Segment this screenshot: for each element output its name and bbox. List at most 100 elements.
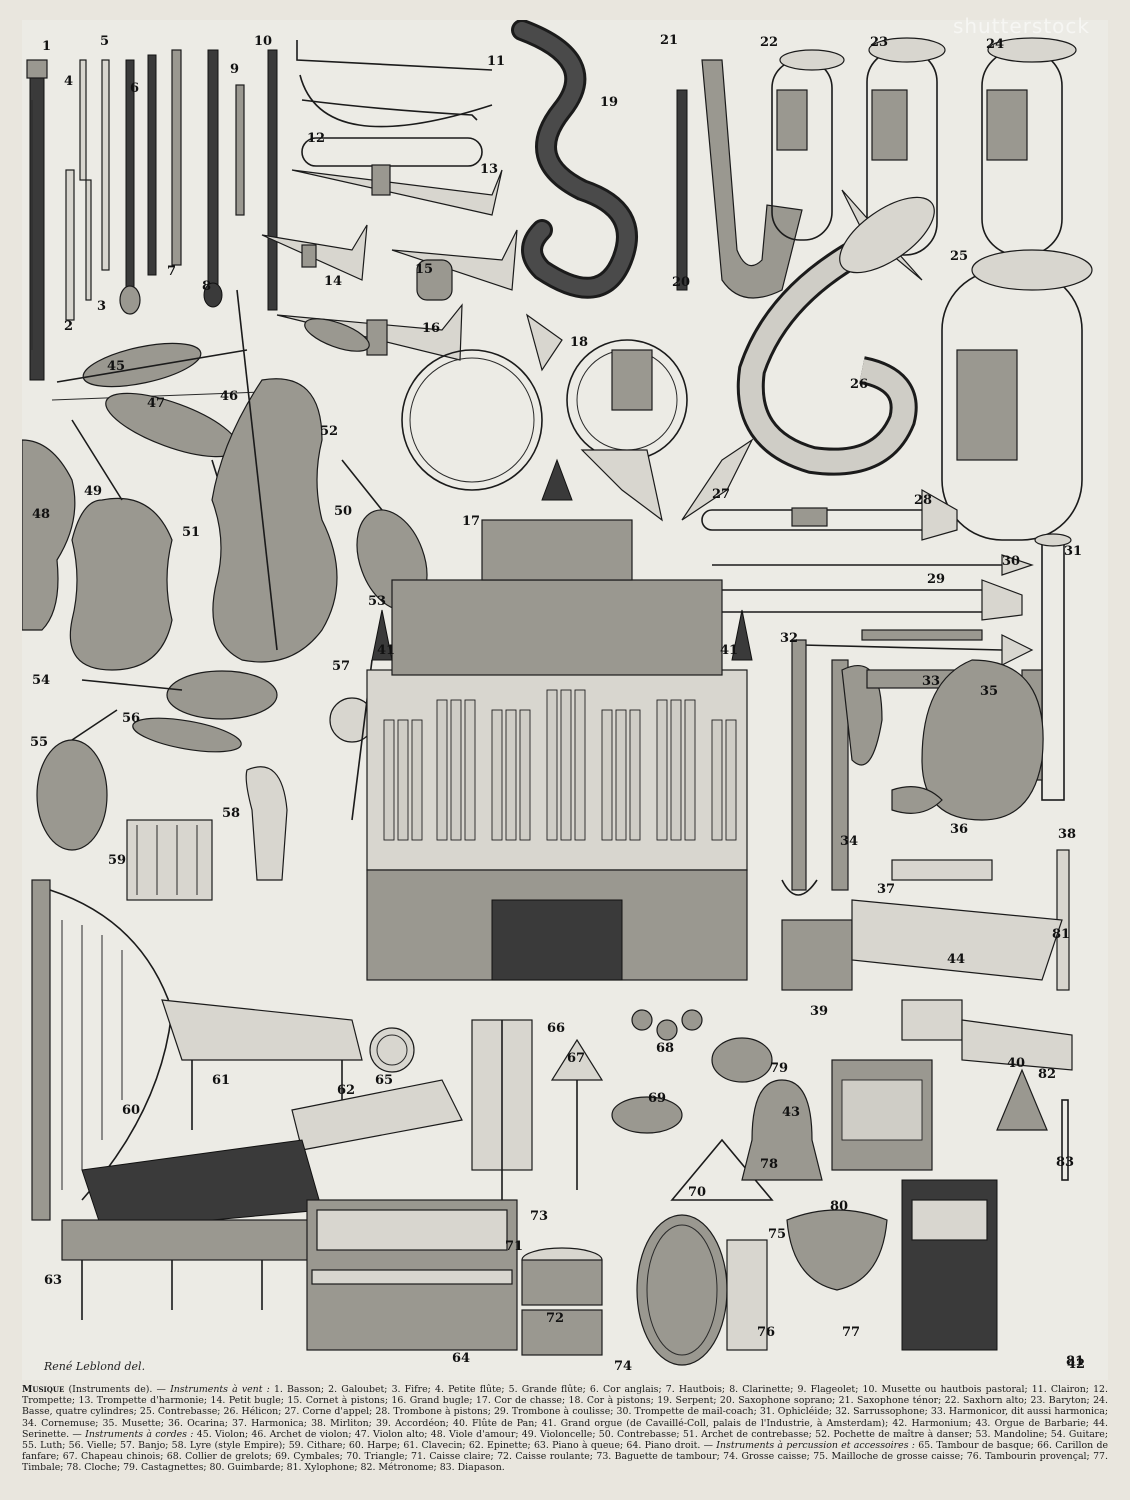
- label-31: 31: [1064, 544, 1082, 559]
- label-28: 28: [914, 493, 932, 508]
- label-18: 18: [570, 335, 588, 350]
- label-65: 65: [375, 1073, 393, 1088]
- label-49: 49: [84, 484, 102, 499]
- label-20: 20: [672, 275, 690, 290]
- label-13: 13: [480, 162, 498, 177]
- label-11: 11: [487, 54, 505, 69]
- label-40: 40: [1007, 1056, 1025, 1071]
- label-77: 77: [842, 1325, 860, 1340]
- label-52: 52: [320, 424, 338, 439]
- instrument-illustration: 1 2 3 4 5 6 7 8 9 10 11 12 13 14 15 16 1…: [22, 20, 1093, 1374]
- label-3: 3: [97, 299, 106, 314]
- label-76: 76: [757, 1325, 775, 1340]
- label-75: 75: [768, 1227, 786, 1242]
- label-38: 38: [1058, 827, 1076, 842]
- string-heading: Instruments à cordes :: [85, 1428, 194, 1440]
- label-48: 48: [32, 507, 50, 522]
- label-10: 10: [254, 34, 272, 49]
- label-14: 14: [324, 274, 342, 289]
- grand-organ: [366, 458, 753, 981]
- label-5: 5: [100, 34, 109, 49]
- label-34: 34: [840, 834, 858, 849]
- brass-group-left: [261, 40, 518, 361]
- label-79: 79: [770, 1061, 788, 1076]
- label-30: 30: [1002, 554, 1020, 569]
- label-29: 29: [927, 572, 945, 587]
- label-23: 23: [870, 35, 888, 50]
- instrument-labels: 1 2 3 4 5 6 7 8 9 10 11 12 13 14 15 16 1…: [30, 33, 1085, 1374]
- label-15: 15: [415, 262, 433, 277]
- wind-list: 1. Basson; 2. Galoubet; 3. Fifre; 4. Pet…: [22, 1384, 1109, 1440]
- label-81-lower: 81: [1066, 1354, 1084, 1369]
- label-35: 35: [980, 684, 998, 699]
- reed-and-bagpipe-group: [781, 639, 1073, 1071]
- label-71: 71: [505, 1239, 523, 1254]
- label-33: 33: [922, 674, 940, 689]
- label-64: 64: [452, 1351, 470, 1366]
- label-56: 56: [122, 711, 140, 726]
- label-53: 53: [368, 594, 386, 609]
- label-1: 1: [42, 39, 51, 54]
- label-54: 54: [32, 673, 50, 688]
- label-45: 45: [107, 359, 125, 374]
- label-43: 43: [782, 1105, 800, 1120]
- label-42: 42: [1067, 1357, 1085, 1372]
- watermark-text: shutterstock: [952, 14, 1090, 38]
- woodwind-group: [26, 49, 278, 381]
- percussion-heading: Instruments à percussion et accessoires …: [716, 1440, 915, 1452]
- label-57: 57: [332, 659, 350, 674]
- string-group: [22, 289, 428, 901]
- label-61: 61: [212, 1073, 230, 1088]
- percussion-group: [369, 1009, 1069, 1366]
- label-6: 6: [130, 81, 139, 96]
- label-81-upper: 81: [1052, 927, 1070, 942]
- label-72: 72: [546, 1311, 564, 1326]
- label-26: 26: [850, 377, 868, 392]
- label-69: 69: [648, 1091, 666, 1106]
- label-58: 58: [222, 806, 240, 821]
- label-47: 47: [147, 396, 165, 411]
- organ-pipes: [383, 689, 737, 841]
- label-44: 44: [947, 952, 965, 967]
- label-19: 19: [600, 95, 618, 110]
- label-55: 55: [30, 735, 48, 750]
- wind-heading: Instruments à vent :: [170, 1384, 270, 1395]
- label-50: 50: [334, 504, 352, 519]
- label-51: 51: [182, 525, 200, 540]
- label-41-left: 41: [377, 643, 395, 658]
- label-27: 27: [712, 487, 730, 502]
- label-83: 83: [1056, 1155, 1074, 1170]
- label-39: 39: [810, 1004, 828, 1019]
- label-80: 80: [830, 1199, 848, 1214]
- label-46: 46: [220, 389, 238, 404]
- label-82: 82: [1038, 1067, 1056, 1082]
- label-12: 12: [307, 131, 325, 146]
- label-24: 24: [986, 37, 1004, 52]
- label-16: 16: [422, 321, 440, 336]
- label-70: 70: [688, 1185, 706, 1200]
- label-60: 60: [122, 1103, 140, 1118]
- engraving-plate: 1 2 3 4 5 6 7 8 9 10 11 12 13 14 15 16 1…: [22, 20, 1108, 1380]
- label-8: 8: [202, 279, 211, 294]
- label-22: 22: [760, 35, 778, 50]
- label-7: 7: [167, 264, 176, 279]
- label-66: 66: [547, 1021, 565, 1036]
- label-59: 59: [108, 853, 126, 868]
- tuba-group: [736, 37, 1093, 541]
- label-21: 21: [660, 33, 678, 48]
- label-37: 37: [877, 882, 895, 897]
- caption-legend: Musique (Instruments de). — Instruments …: [22, 1384, 1108, 1474]
- serpent-and-horns: [401, 20, 803, 522]
- label-41-right: 41: [720, 643, 738, 658]
- string-list: 45. Violon; 46. Archet de violon; 47. Vi…: [22, 1428, 1108, 1452]
- caption-lead-rest: (Instruments de). —: [64, 1384, 171, 1395]
- label-2: 2: [64, 319, 73, 334]
- keyboard-group: [31, 879, 518, 1351]
- label-4: 4: [64, 74, 73, 89]
- percussion-list: 65. Tambour de basque; 66. Carillon de f…: [22, 1440, 1109, 1474]
- label-78: 78: [760, 1157, 778, 1172]
- label-74: 74: [614, 1359, 632, 1374]
- label-62: 62: [337, 1083, 355, 1098]
- label-32: 32: [780, 631, 798, 646]
- label-63: 63: [44, 1273, 62, 1288]
